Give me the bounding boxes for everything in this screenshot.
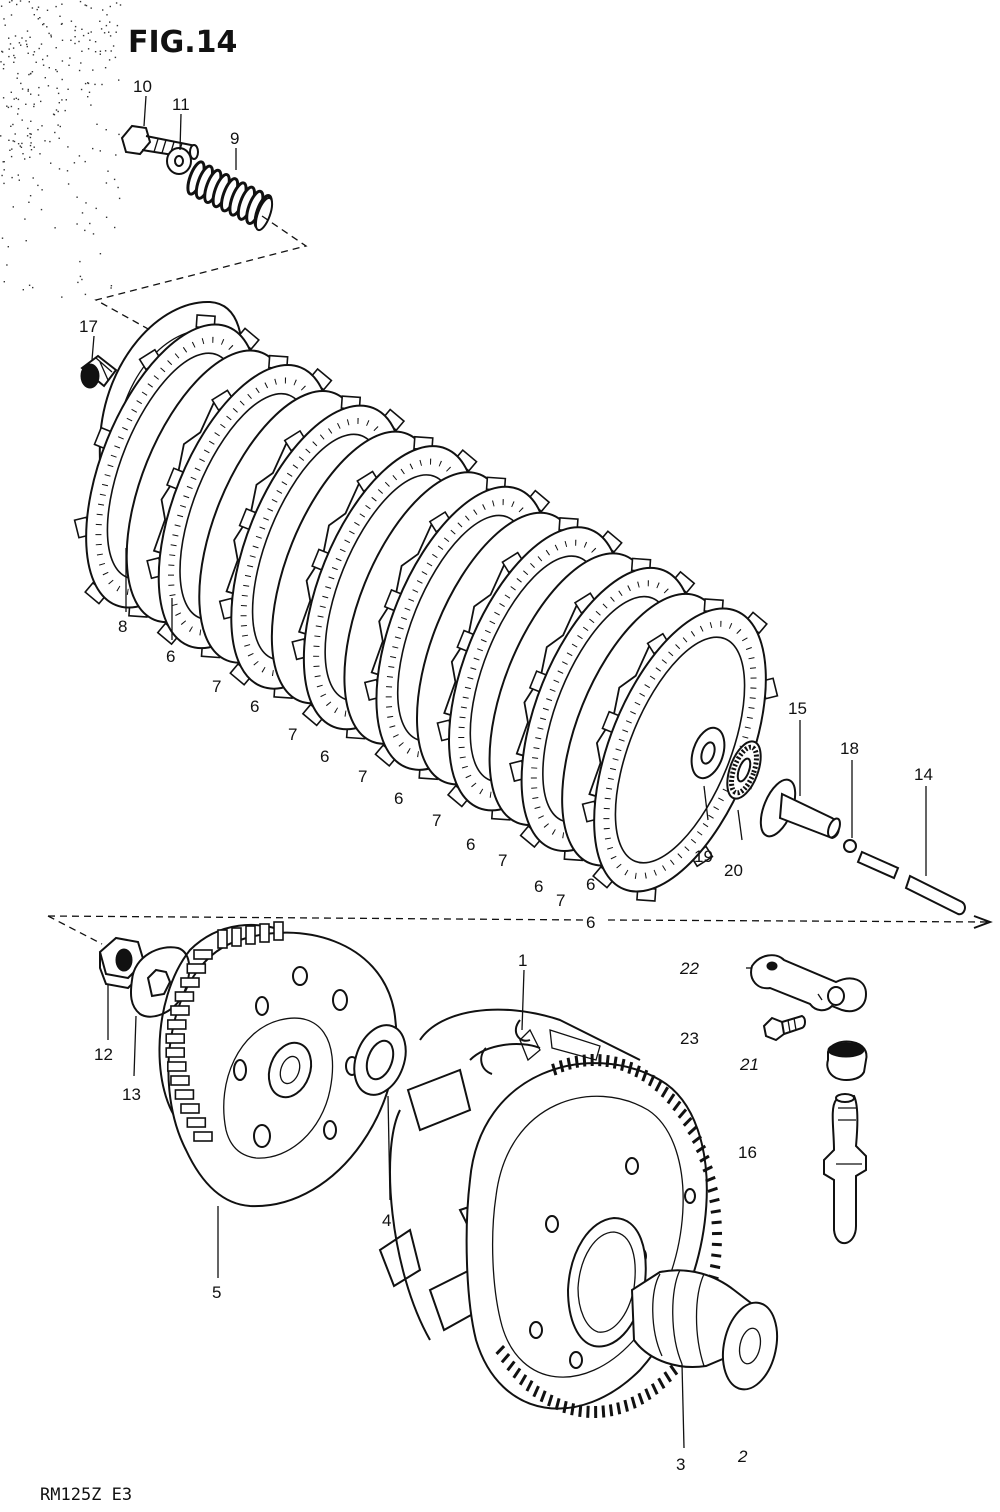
callout-4: 4 <box>382 1211 391 1230</box>
assembly-line-left <box>47 915 103 945</box>
primary-driven-gear-boss <box>529 1157 696 1369</box>
clutch-spring <box>186 160 274 232</box>
clutch-push-piece <box>759 778 841 840</box>
callout-20: 20 <box>724 861 743 880</box>
figure-title: FIG.14 <box>128 25 237 60</box>
primary-driven-gear-assy <box>378 1008 641 1341</box>
clutch-plate-stack <box>73 314 779 902</box>
thrust-washer <box>690 726 726 780</box>
callout-5: 5 <box>212 1283 221 1302</box>
arrow-head <box>973 915 993 929</box>
callout-7c: 7 <box>358 767 367 786</box>
clutch-push-rod <box>856 850 966 916</box>
callout-17: 17 <box>79 317 98 336</box>
assembly-line-main <box>47 915 991 923</box>
callout-6h: 6 <box>586 875 595 894</box>
clutch-release-arm <box>750 954 868 1013</box>
callout-11: 11 <box>172 95 190 114</box>
callout-14: 14 <box>914 765 933 784</box>
scan-noise <box>0 0 122 298</box>
callout-19: 19 <box>694 847 713 866</box>
clutch-sleeve-hub-nut <box>98 936 146 990</box>
thrust-bearing <box>726 740 762 800</box>
spacer <box>630 1269 779 1391</box>
leader-lines <box>91 95 927 1449</box>
callout-7f: 7 <box>556 891 565 910</box>
callout-13: 13 <box>122 1085 141 1104</box>
pressure-plate-plug <box>80 354 118 389</box>
callout-6g: 6 <box>586 913 595 932</box>
assembly-line-top <box>94 215 308 331</box>
callout-6c: 6 <box>320 747 329 766</box>
callout-7e: 7 <box>498 851 507 870</box>
page-number: 2 <box>737 1447 748 1466</box>
callout-6f: 6 <box>534 877 543 896</box>
callout-6e: 6 <box>466 835 475 854</box>
callout-7d: 7 <box>432 811 441 830</box>
model-code: RM125Z E3 <box>40 1485 132 1505</box>
callout-18: 18 <box>840 739 859 758</box>
clutch-release-camshaft <box>823 1093 867 1244</box>
oil-seal <box>826 1040 868 1081</box>
callout-7b: 7 <box>288 725 297 744</box>
clutch-spring-bolt <box>120 124 199 160</box>
callout-16: 16 <box>738 1143 757 1162</box>
callout-7a: 7 <box>212 677 221 696</box>
callout-labels: 10 11 9 17 8 6 7 6 7 6 7 6 7 6 7 6 7 6 6… <box>79 77 933 1474</box>
callout-15: 15 <box>788 699 807 718</box>
clutch-push-ball <box>843 839 857 853</box>
callout-23: 23 <box>680 1029 699 1048</box>
bolt-washer <box>166 147 192 175</box>
callout-10: 10 <box>133 77 152 96</box>
callout-9: 9 <box>230 129 239 148</box>
callout-8: 8 <box>118 617 127 636</box>
callout-3: 3 <box>676 1455 685 1474</box>
callout-6a: 6 <box>166 647 175 666</box>
sleeve-hub-splines <box>165 921 284 1142</box>
clutch-release-screw <box>762 1014 806 1042</box>
callout-1: 1 <box>518 951 527 970</box>
drive-plate <box>581 598 779 902</box>
callout-6b: 6 <box>250 697 259 716</box>
callout-6d: 6 <box>394 789 403 808</box>
callout-22: 22 <box>679 959 699 978</box>
callout-12: 12 <box>94 1045 113 1064</box>
thrust-washer-4 <box>353 1024 407 1096</box>
callout-21: 21 <box>739 1055 759 1074</box>
